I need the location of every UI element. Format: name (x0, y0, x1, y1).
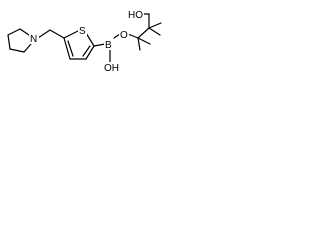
atom-labels: N S B O HO OH (29, 9, 144, 74)
bond-ch2-c5 (49, 29, 65, 39)
atom-o-ring: O (120, 30, 128, 41)
bond-s-c2 (85, 32, 95, 47)
bond-cq1-cq2 (137, 27, 150, 39)
atom-s: S (79, 26, 86, 37)
bond-c2-b (93, 43, 106, 47)
bond-c2-c3 (7, 28, 21, 36)
chemical-structure: N S B O HO OH (7, 9, 162, 74)
structure-canvas: N S B O HO OH (0, 0, 167, 83)
thiophene-ring (63, 30, 95, 60)
atom-n: N (30, 34, 37, 45)
pyrrolidine-ring (7, 28, 33, 53)
atom-b: B (105, 40, 112, 51)
pinacol-fragment (127, 13, 162, 51)
bond-c4-c5 (9, 48, 25, 53)
bond-cq1-me-a (137, 37, 151, 45)
bond-c4-c5 (63, 37, 71, 60)
bond-c2-c3 (85, 45, 95, 60)
bond-c3-c4 (7, 34, 11, 50)
methylene-linker (37, 29, 65, 39)
bond-o-cq1 (127, 33, 139, 39)
bond-c5-s (63, 30, 79, 39)
bond-n-ch2 (37, 29, 51, 39)
atom-oh-bottom: OH (104, 63, 119, 74)
bond-cq2-me-b (148, 27, 161, 36)
bond-c2-c3-inner (82, 45, 91, 57)
bond-c5-n (23, 43, 32, 53)
bond-c4-c5-inner (67, 40, 74, 57)
bond-cq1-me-b (137, 37, 141, 51)
bond-cq2-me-a (148, 22, 162, 29)
atom-ho-top: HO (128, 10, 143, 21)
